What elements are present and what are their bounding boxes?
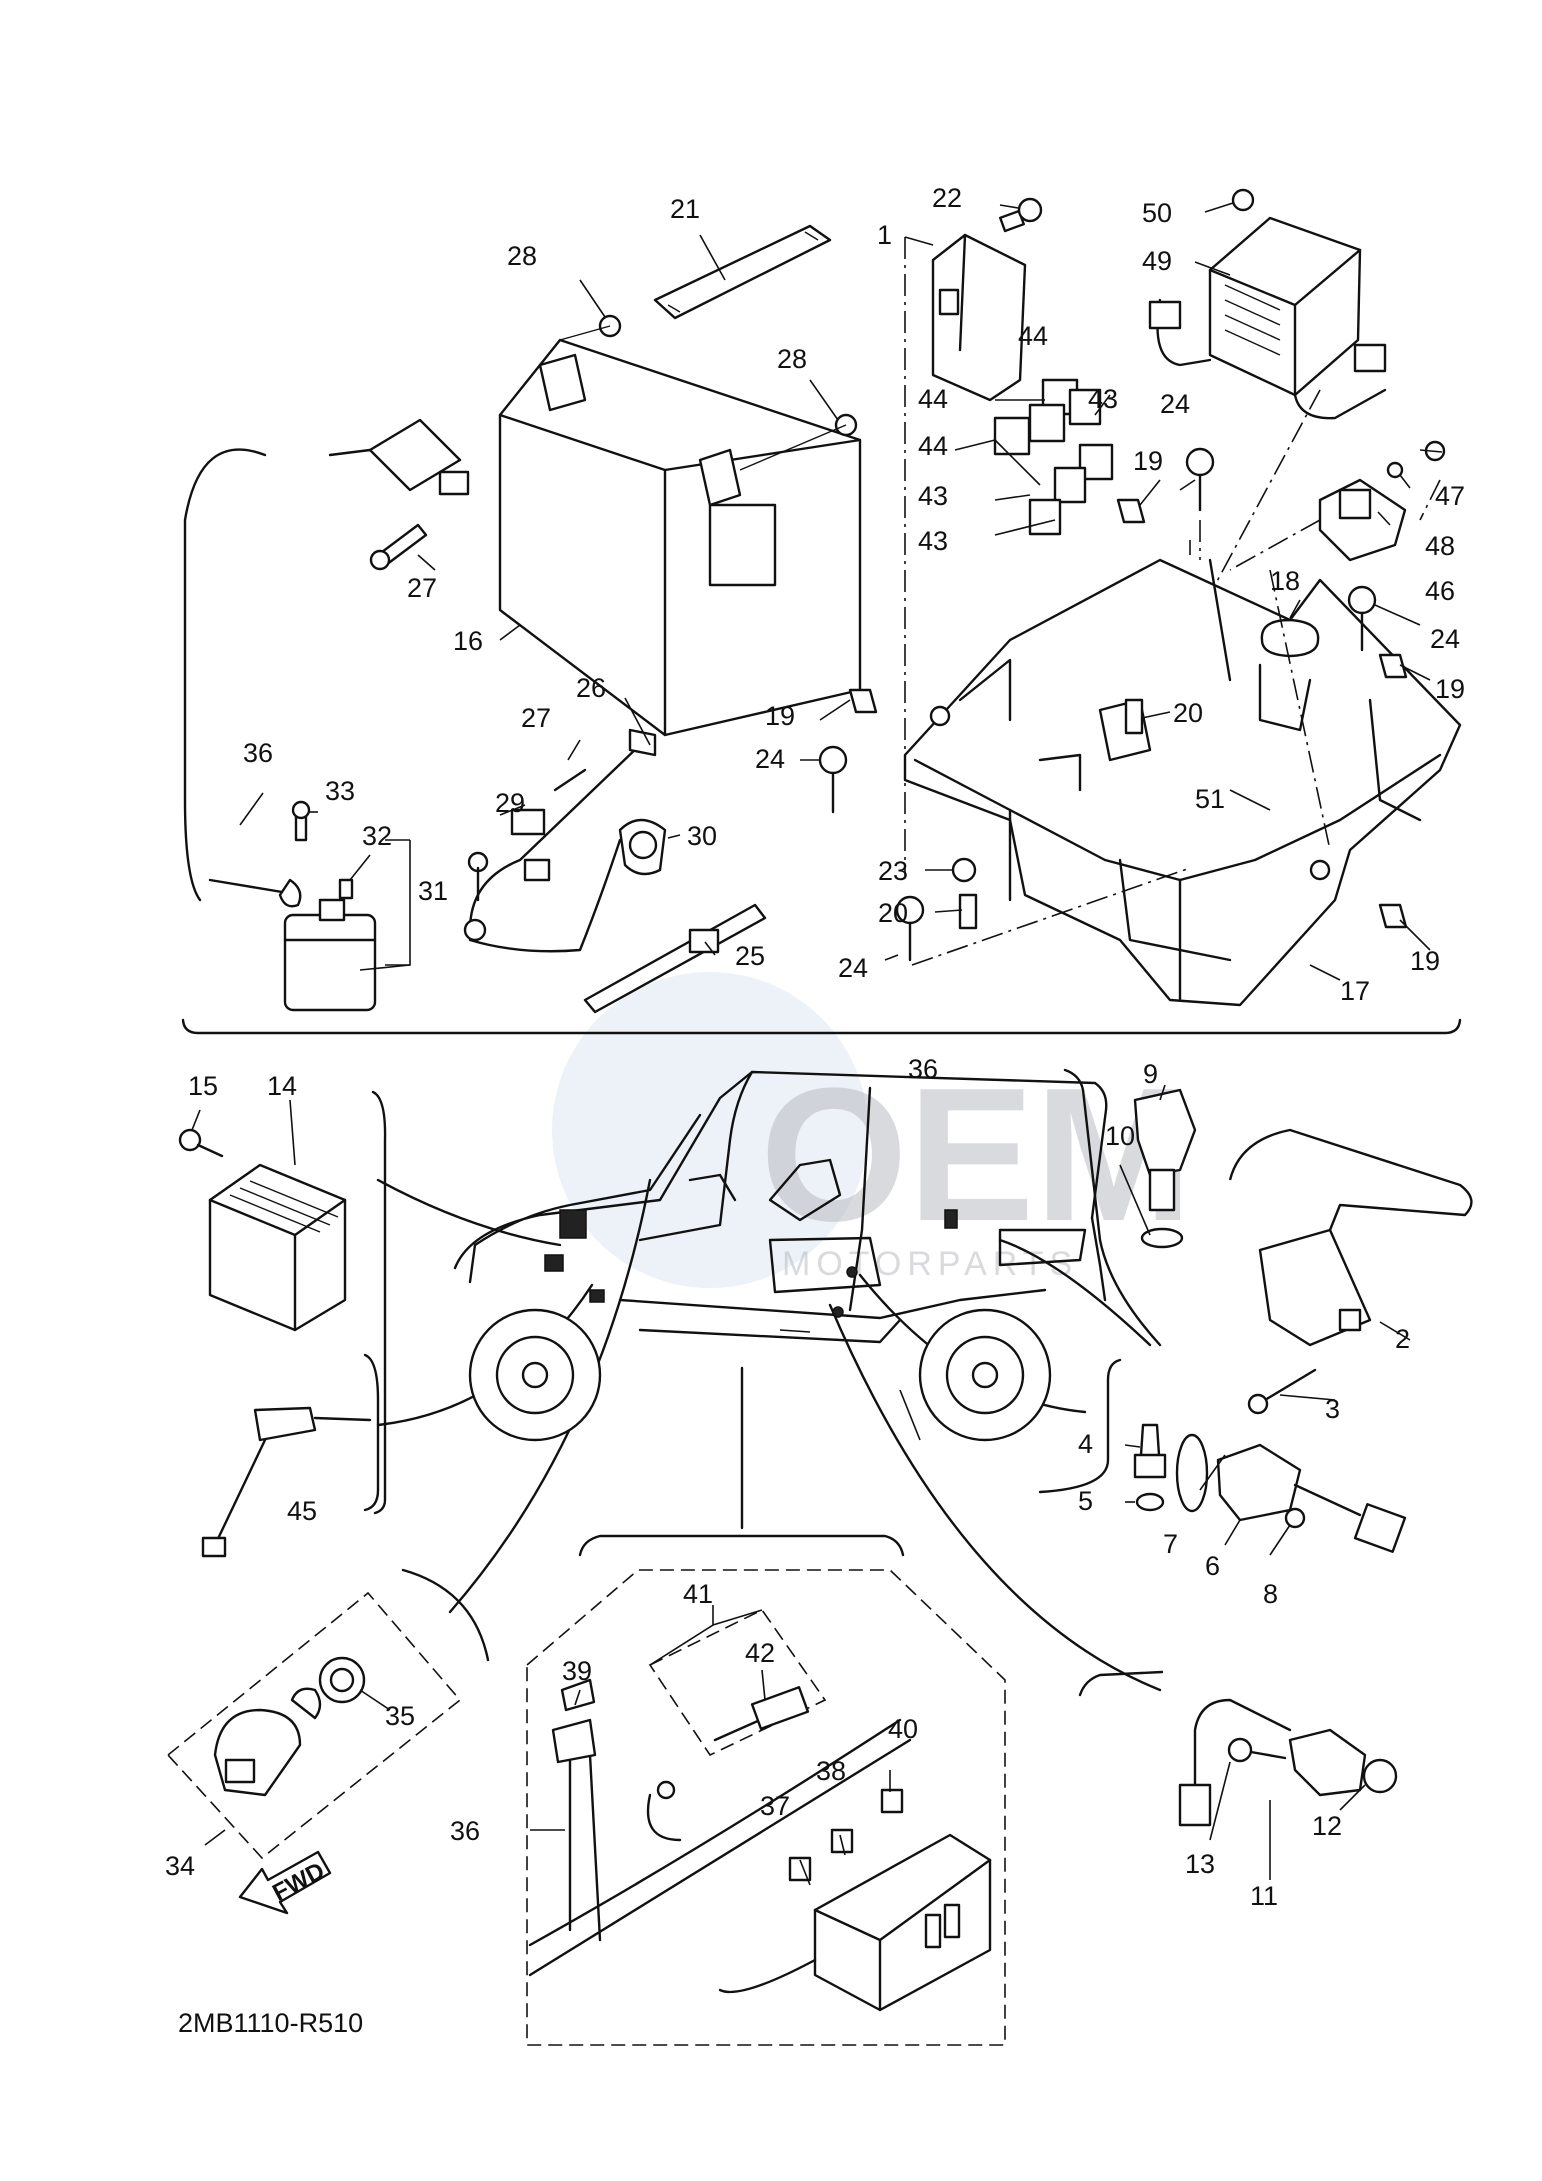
lean-angle-sensor (1318, 440, 1446, 562)
callout-26: 26 (576, 673, 606, 703)
callout-35: 35 (385, 1701, 415, 1731)
callout-33: 33 (325, 776, 355, 806)
callout-44a: 44 (1018, 321, 1048, 351)
callout-41: 41 (683, 1579, 713, 1609)
callout-36b: 36 (908, 1054, 938, 1084)
callout-37: 37 (760, 1791, 790, 1821)
callout-9: 9 (1143, 1059, 1158, 1089)
callout-50: 50 (1142, 198, 1172, 228)
callout-43c: 43 (918, 526, 948, 556)
callout-28b: 28 (777, 344, 807, 374)
callout-24d: 24 (1430, 624, 1460, 654)
callout-23: 23 (878, 856, 908, 886)
callout-48: 48 (1425, 531, 1455, 561)
callout-36a: 36 (243, 738, 273, 768)
callout-32: 32 (362, 821, 392, 851)
callout-3: 3 (1325, 1394, 1340, 1424)
callout-4: 4 (1078, 1429, 1093, 1459)
callout-11: 11 (1250, 1881, 1278, 1911)
diagram-code: 2MB1110-R510 (178, 2008, 363, 2038)
callout-19d: 19 (1410, 946, 1440, 976)
callout-14: 14 (267, 1071, 297, 1101)
section-dividers (181, 1018, 1462, 1697)
utv-vehicle (453, 1070, 1108, 1442)
ignition-coil (1228, 1128, 1473, 1415)
relays (993, 378, 1114, 536)
callout-39: 39 (562, 1656, 592, 1686)
fwd-arrow: FWD (238, 1850, 332, 1915)
callout-15: 15 (188, 1071, 218, 1101)
temperature-sensor (1133, 1088, 1197, 1249)
callout-43b: 43 (1088, 384, 1118, 414)
terminal-cables (183, 418, 470, 908)
callout-19b: 19 (1133, 446, 1163, 476)
callout-12: 12 (1312, 1811, 1342, 1841)
callout-2: 2 (1395, 1324, 1410, 1354)
callout-45: 45 (287, 1496, 317, 1526)
callout-24b: 24 (838, 953, 868, 983)
callout-25: 25 (735, 941, 765, 971)
callout-20b: 20 (878, 898, 908, 928)
starter-relay (283, 800, 377, 1012)
speed-sensor (1178, 1698, 1398, 1827)
callout-47: 47 (1435, 481, 1465, 511)
oil-level-sensor (201, 1406, 372, 1558)
fuse-box-inset (526, 1569, 1006, 2046)
watermark: OEM MOTORPARTS (552, 972, 1193, 1288)
callout-24a: 24 (755, 744, 785, 774)
callout-18: 18 (1270, 566, 1300, 596)
callout-46: 46 (1425, 576, 1455, 606)
callout-16: 16 (453, 626, 483, 656)
callout-38: 38 (816, 1756, 846, 1786)
main-relay (931, 197, 1043, 402)
callout-1: 1 (877, 220, 892, 250)
rectifier-regulator (178, 1128, 347, 1332)
callout-49: 49 (1142, 246, 1172, 276)
battery-strap (653, 224, 832, 320)
battery-box (903, 558, 1462, 1007)
neutral-switch (166, 1591, 462, 1860)
callout-31: 31 (418, 876, 448, 906)
callout-30: 30 (687, 821, 717, 851)
clamps (583, 818, 767, 1014)
callout-22: 22 (932, 183, 962, 213)
callout-leaders (191, 202, 1443, 1886)
spark-plug-and-sensor (1133, 1423, 1407, 1553)
callout-13: 13 (1185, 1849, 1215, 1879)
callout-10: 10 (1105, 1121, 1135, 1151)
watermark-main: OEM (760, 1049, 1193, 1261)
callout-43a: 43 (918, 481, 948, 511)
battery-cable (463, 728, 657, 953)
callout-7: 7 (1163, 1529, 1178, 1559)
callout-24c: 24 (1160, 389, 1190, 419)
callout-20a: 20 (1173, 698, 1203, 728)
fasteners (818, 447, 1408, 962)
callout-21: 21 (670, 194, 700, 224)
battery (498, 314, 862, 737)
callout-44c: 44 (918, 431, 948, 461)
callout-27b: 27 (521, 703, 551, 733)
callout-40: 40 (888, 1714, 918, 1744)
callout-36c: 36 (450, 1816, 480, 1846)
callout-6: 6 (1205, 1551, 1220, 1581)
callout-42: 42 (745, 1638, 775, 1668)
callout-19a: 19 (765, 701, 795, 731)
ecu (1148, 188, 1387, 420)
callout-28a: 28 (507, 241, 537, 271)
callout-34: 34 (165, 1851, 195, 1881)
callout-19c: 19 (1435, 674, 1465, 704)
callout-labels: 1 2 3 4 5 6 7 8 9 10 11 12 13 14 15 16 1… (165, 183, 1465, 1911)
callout-27a: 27 (407, 573, 437, 603)
callout-51: 51 (1195, 784, 1225, 814)
callout-29: 29 (495, 788, 525, 818)
callout-5: 5 (1078, 1486, 1093, 1516)
callout-8: 8 (1263, 1579, 1278, 1609)
alignment-lines (904, 237, 1441, 966)
callout-44b: 44 (918, 384, 948, 414)
callout-17: 17 (1340, 976, 1370, 1006)
